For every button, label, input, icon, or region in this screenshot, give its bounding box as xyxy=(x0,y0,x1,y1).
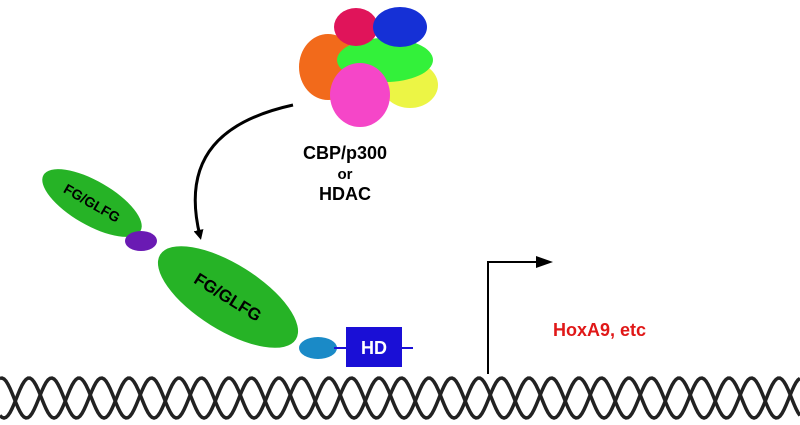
complex-name-line3: HDAC xyxy=(319,184,371,204)
dna-helix-icon xyxy=(0,376,800,420)
fusion-protein: FG/GLFG FG/GLFG HD xyxy=(42,169,413,367)
complex-subunit-crimson xyxy=(334,8,378,46)
homeodomain-box xyxy=(346,327,402,367)
complex-subunit-blue xyxy=(373,7,427,47)
fg-domain-2 xyxy=(157,246,299,348)
complex-subunit-pink xyxy=(330,63,390,127)
small-domain xyxy=(299,337,337,359)
curved-arrow-icon xyxy=(193,103,294,240)
cofactor-complex xyxy=(299,7,438,127)
linker-domain xyxy=(125,231,157,251)
transcription-start-arrow-icon xyxy=(487,256,553,374)
homeodomain-label: HD xyxy=(361,338,387,358)
complex-name-line2: or xyxy=(338,166,353,183)
fg-domain-1 xyxy=(42,169,142,237)
complex-name-line1: CBP/p300 xyxy=(303,143,387,163)
target-gene-label: HoxA9, etc xyxy=(553,320,646,340)
